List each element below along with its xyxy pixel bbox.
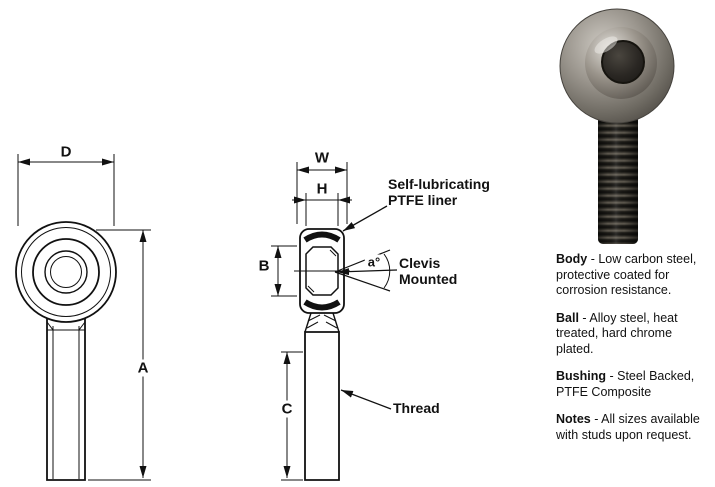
dim-label-d: D <box>60 143 72 161</box>
dim-h-lines <box>292 193 352 226</box>
dim-label-a: A <box>134 359 152 377</box>
product-photo <box>559 8 675 244</box>
leader-lines <box>336 205 398 410</box>
front-view-shank <box>46 318 86 481</box>
material-specs: Body - Low carbon steel, protective coat… <box>556 252 706 455</box>
photo-bore <box>601 40 645 84</box>
spec-desc: - Steel Backed, PTFE Composite <box>556 369 695 399</box>
spec-term: Body <box>556 252 588 266</box>
spec-term: Ball <box>556 310 579 325</box>
ptfe-liner-top <box>303 231 341 243</box>
ptfe-liner-bottom <box>303 299 341 311</box>
clevis-leader <box>336 268 398 276</box>
spec-body: Body - Low carbon steel, protective coat… <box>556 252 706 299</box>
spec-term: Bushing <box>556 369 606 383</box>
ball-section <box>294 246 350 296</box>
dim-label-h: H <box>316 180 328 198</box>
thread-leader <box>340 389 392 410</box>
dim-label-w: W <box>314 149 330 167</box>
spec-desc: - Alloy steel, heat treated, hard chrome… <box>556 310 678 356</box>
spec-ball: Ball - Alloy steel, heat treated, hard c… <box>556 311 706 358</box>
dim-a-lines <box>88 229 151 481</box>
front-view <box>15 221 117 481</box>
spec-desc: - All sizes available with studs upon re… <box>556 412 700 442</box>
dim-label-c: C <box>278 400 296 418</box>
dim-label-b: B <box>258 257 270 275</box>
spec-bushing: Bushing - Steel Backed, PTFE Composite <box>556 369 706 400</box>
side-view <box>294 228 350 481</box>
side-view-shank <box>304 312 340 481</box>
spec-desc: - Low carbon steel, protective coated fo… <box>556 252 697 297</box>
spec-notes: Notes - All sizes available with studs u… <box>556 412 706 443</box>
dim-label-angle: a° <box>364 254 384 270</box>
photo-highlight <box>594 36 618 54</box>
dim-d-lines <box>17 154 115 226</box>
spec-term: Notes <box>556 412 591 426</box>
callout-ptfe-liner: Self-lubricating PTFE liner <box>388 176 490 208</box>
dim-w-lines <box>296 162 348 224</box>
liner-leader <box>342 205 388 232</box>
callout-clevis-mounted: Clevis Mounted <box>399 255 458 287</box>
callout-thread: Thread <box>393 400 440 416</box>
dim-b-lines <box>271 245 297 297</box>
